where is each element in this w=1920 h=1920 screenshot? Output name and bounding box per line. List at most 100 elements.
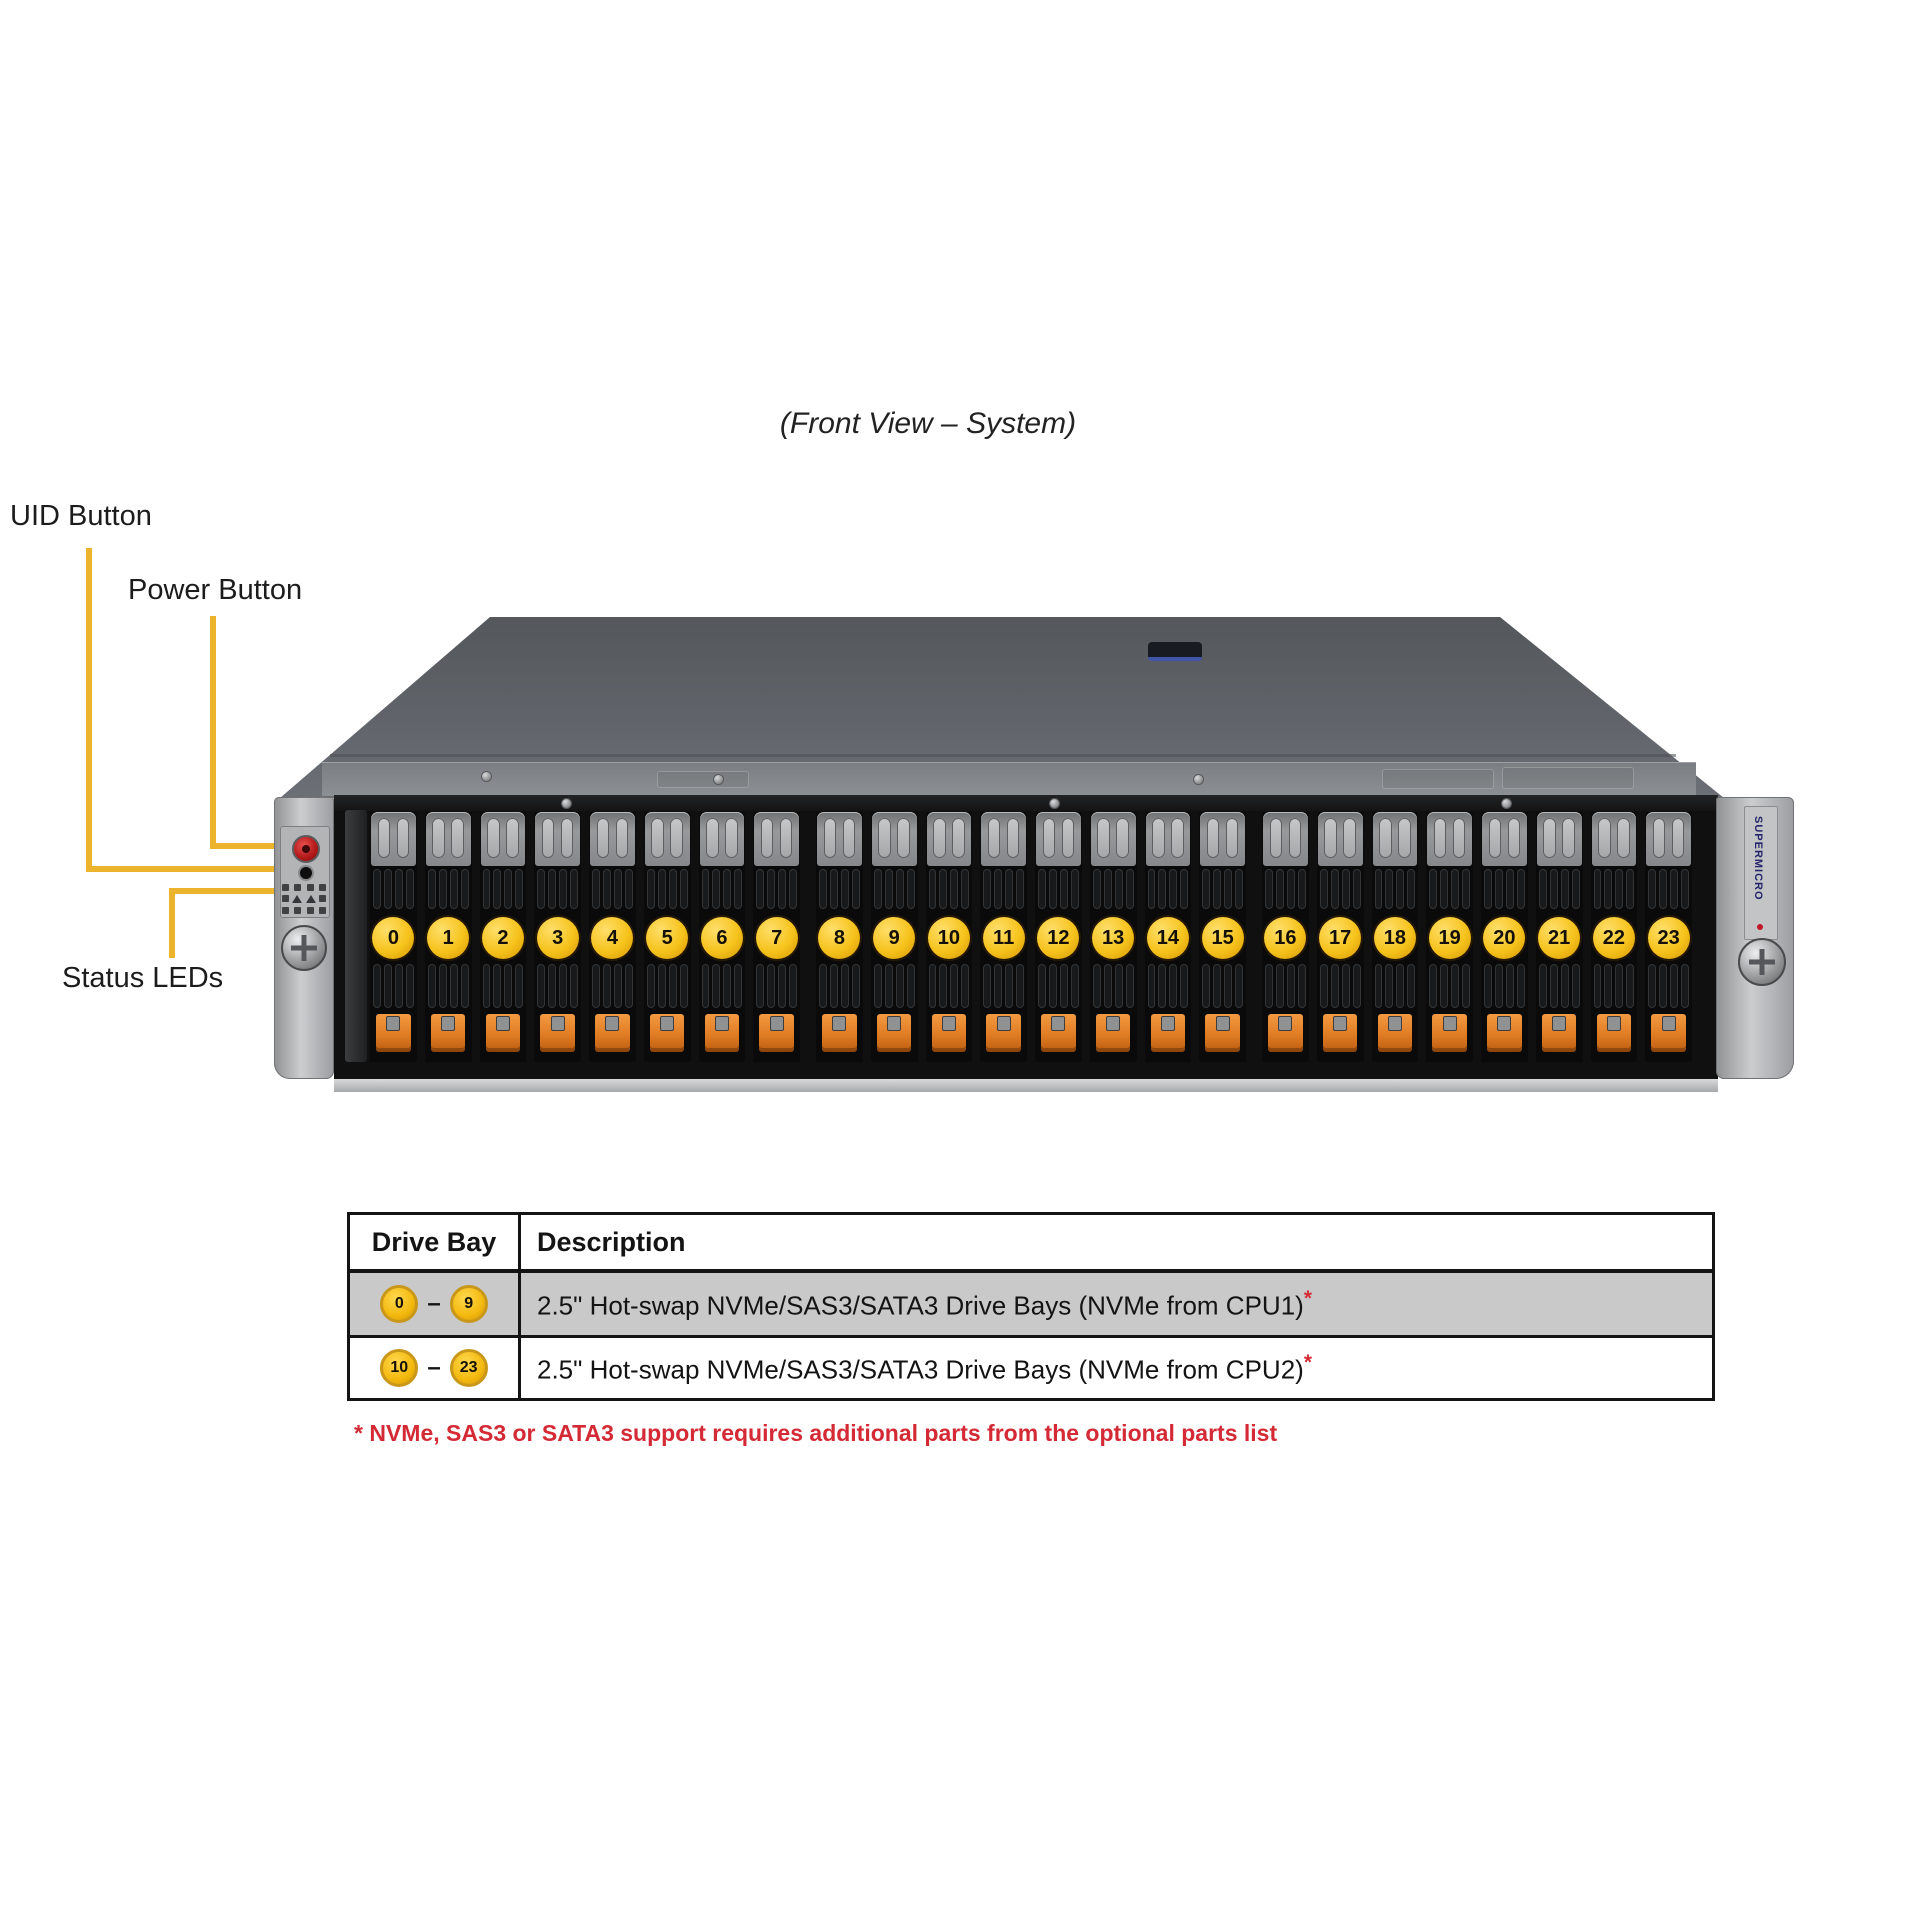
drive-bay-7[interactable]: 7 bbox=[753, 812, 800, 1062]
drive-bay-16[interactable]: 16 bbox=[1262, 812, 1309, 1062]
drive-bay-4[interactable]: 4 bbox=[589, 812, 636, 1062]
uid-button-label: UID Button bbox=[10, 500, 152, 532]
drive-bay-5[interactable]: 5 bbox=[643, 812, 691, 1062]
drive-tray-handle[interactable] bbox=[981, 812, 1026, 866]
drive-tray-handle[interactable] bbox=[871, 812, 917, 866]
drive-release-latch[interactable] bbox=[1095, 1014, 1131, 1052]
status-leds-label: Status LEDs bbox=[62, 962, 224, 994]
drive-bay-6[interactable]: 6 bbox=[698, 812, 746, 1062]
drive-release-latch[interactable] bbox=[485, 1014, 521, 1052]
drive-tray-handle[interactable] bbox=[754, 812, 799, 866]
drive-tray-handle[interactable] bbox=[1427, 812, 1472, 866]
bay-number-badge: 22 bbox=[1592, 917, 1635, 959]
drive-release-latch[interactable] bbox=[649, 1014, 685, 1052]
drive-tray-handle[interactable] bbox=[425, 812, 471, 866]
drive-release-latch[interactable] bbox=[1205, 1014, 1240, 1052]
bay-range-start-badge: 10 bbox=[380, 1349, 419, 1387]
drive-tray-handle[interactable] bbox=[699, 812, 745, 866]
right-thumbscrew[interactable] bbox=[1738, 938, 1786, 986]
drive-bay-21[interactable]: 21 bbox=[1535, 812, 1583, 1062]
drive-tray-handle[interactable] bbox=[926, 812, 972, 866]
drive-tray-handle[interactable] bbox=[1536, 812, 1582, 866]
drive-bay-12[interactable]: 12 bbox=[1035, 812, 1082, 1062]
drive-release-latch[interactable] bbox=[595, 1014, 630, 1052]
uid-button[interactable] bbox=[298, 865, 314, 881]
drive-tray-handle[interactable] bbox=[535, 812, 580, 866]
drive-tray-handle[interactable] bbox=[817, 812, 862, 866]
drive-tray-handle[interactable] bbox=[480, 812, 526, 866]
drive-release-latch[interactable] bbox=[704, 1014, 740, 1052]
drive-release-latch[interactable] bbox=[876, 1014, 912, 1052]
drive-tray-handle[interactable] bbox=[1036, 812, 1081, 866]
bay-number-badge: 9 bbox=[873, 917, 916, 959]
drive-bay-19[interactable]: 19 bbox=[1426, 812, 1473, 1062]
drive-tray-handle[interactable] bbox=[1263, 812, 1308, 866]
drive-bay-8[interactable]: 8 bbox=[816, 812, 863, 1062]
drive-tray-handle[interactable] bbox=[371, 812, 416, 866]
drive-tray-handle[interactable] bbox=[1145, 812, 1191, 866]
bay-range-end-badge: 23 bbox=[449, 1349, 488, 1387]
drive-tray-handle[interactable] bbox=[1372, 812, 1418, 866]
header-description: Description bbox=[537, 1226, 686, 1257]
drive-bay-0[interactable]: 0 bbox=[370, 812, 417, 1062]
vent-slots bbox=[753, 866, 800, 915]
drive-release-latch[interactable] bbox=[986, 1014, 1021, 1052]
drive-bay-18[interactable]: 18 bbox=[1371, 812, 1419, 1062]
drive-release-latch[interactable] bbox=[1268, 1014, 1303, 1052]
bay-number-badge: 5 bbox=[646, 917, 689, 959]
drive-release-latch[interactable] bbox=[759, 1014, 794, 1052]
drive-release-latch[interactable] bbox=[1377, 1014, 1413, 1052]
bay-number-badge: 18 bbox=[1373, 917, 1416, 959]
drive-bay-3[interactable]: 3 bbox=[534, 812, 581, 1062]
bay-number-badge: 3 bbox=[536, 917, 579, 959]
drive-tray-handle[interactable] bbox=[1646, 812, 1691, 866]
footnote-text: * NVMe, SAS3 or SATA3 support requires a… bbox=[354, 1420, 1278, 1446]
vent-slots bbox=[1317, 961, 1364, 1014]
drive-release-latch[interactable] bbox=[1596, 1014, 1632, 1052]
vent-slots bbox=[1372, 866, 1419, 915]
brand-recess bbox=[1744, 806, 1778, 940]
drive-release-latch[interactable] bbox=[1651, 1014, 1686, 1052]
drive-tray-handle[interactable] bbox=[1591, 812, 1637, 866]
drive-bay-2[interactable]: 2 bbox=[479, 812, 527, 1062]
drive-release-latch[interactable] bbox=[1487, 1014, 1522, 1052]
drive-release-latch[interactable] bbox=[822, 1014, 857, 1052]
drive-release-latch[interactable] bbox=[931, 1014, 967, 1052]
power-button[interactable] bbox=[292, 835, 320, 863]
vent-slots bbox=[1035, 961, 1082, 1014]
drive-bay-15[interactable]: 15 bbox=[1199, 812, 1246, 1062]
drive-tray-handle[interactable] bbox=[1482, 812, 1527, 866]
drive-bay-22[interactable]: 22 bbox=[1590, 812, 1638, 1062]
drive-release-latch[interactable] bbox=[1541, 1014, 1577, 1052]
drive-release-latch[interactable] bbox=[376, 1014, 411, 1052]
drive-tray-handle[interactable] bbox=[1317, 812, 1363, 866]
drive-bay-1[interactable]: 1 bbox=[424, 812, 472, 1062]
drive-bay-13[interactable]: 13 bbox=[1089, 812, 1137, 1062]
figure-title: (Front View – System) bbox=[779, 407, 1077, 440]
drive-bay-14[interactable]: 14 bbox=[1144, 812, 1192, 1062]
bay-number-badge: 14 bbox=[1146, 917, 1189, 959]
drive-bay-17[interactable]: 17 bbox=[1316, 812, 1364, 1062]
vent-slots bbox=[480, 961, 527, 1014]
left-thumbscrew[interactable] bbox=[281, 925, 327, 971]
drive-bay-9[interactable]: 9 bbox=[870, 812, 918, 1062]
vent-slots bbox=[534, 866, 581, 915]
vent-slots bbox=[1262, 866, 1309, 915]
drive-tray-handle[interactable] bbox=[1200, 812, 1245, 866]
drive-release-latch[interactable] bbox=[1322, 1014, 1358, 1052]
drive-release-latch[interactable] bbox=[1150, 1014, 1186, 1052]
drive-release-latch[interactable] bbox=[1432, 1014, 1467, 1052]
drive-release-latch[interactable] bbox=[430, 1014, 466, 1052]
vent-slots bbox=[816, 961, 863, 1014]
drive-release-latch[interactable] bbox=[1041, 1014, 1076, 1052]
drive-bay-20[interactable]: 20 bbox=[1481, 812, 1528, 1062]
drive-bay-10[interactable]: 10 bbox=[925, 812, 973, 1062]
drive-release-latch[interactable] bbox=[540, 1014, 575, 1052]
drive-tray-handle[interactable] bbox=[590, 812, 635, 866]
drive-tray-handle[interactable] bbox=[1090, 812, 1136, 866]
vent-slots bbox=[370, 961, 417, 1014]
drive-tray-handle[interactable] bbox=[644, 812, 690, 866]
drive-bay-11[interactable]: 11 bbox=[980, 812, 1027, 1062]
drive-bay-23[interactable]: 23 bbox=[1645, 812, 1692, 1062]
